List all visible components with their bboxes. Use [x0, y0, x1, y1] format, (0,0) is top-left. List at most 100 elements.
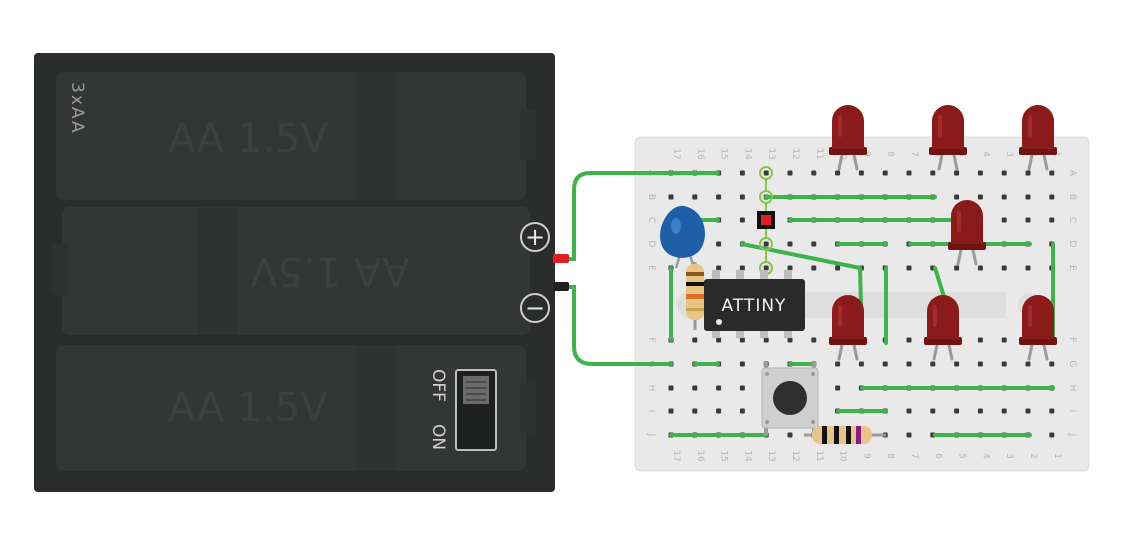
battery-pack[interactable]: AA 1.5V AA 1.5V AA 1.5V 3xAA +: [34, 53, 555, 492]
led-7[interactable]: [1019, 295, 1057, 361]
breadboard-hole[interactable]: [811, 337, 817, 343]
breadboard-hole[interactable]: [787, 337, 793, 343]
breadboard-hole[interactable]: [787, 170, 793, 176]
led-5[interactable]: [829, 295, 867, 361]
breadboard-hole[interactable]: [835, 361, 841, 367]
breadboard-hole[interactable]: [739, 361, 745, 367]
push-button[interactable]: [761, 362, 819, 436]
breadboard-hole[interactable]: [954, 194, 960, 200]
wire-positive-lead[interactable]: [567, 171, 720, 261]
breadboard-hole[interactable]: [954, 265, 960, 271]
breadboard-hole[interactable]: [787, 265, 793, 271]
breadboard-hole[interactable]: [1049, 432, 1055, 438]
breadboard-hole[interactable]: [668, 408, 674, 414]
resistor-vertical[interactable]: [686, 262, 704, 330]
breadboard-hole[interactable]: [906, 361, 912, 367]
breadboard-hole[interactable]: [1025, 194, 1031, 200]
wire-led-diag[interactable]: [933, 266, 947, 302]
led-2[interactable]: [929, 105, 967, 171]
breadboard-hole[interactable]: [668, 194, 674, 200]
breadboard-hole[interactable]: [1001, 337, 1007, 343]
breadboard-hole[interactable]: [763, 170, 769, 176]
breadboard-hole[interactable]: [954, 408, 960, 414]
led-group[interactable]: [829, 105, 1057, 361]
breadboard-hole[interactable]: [835, 385, 841, 391]
breadboard-hole[interactable]: [1001, 170, 1007, 176]
breadboard-hole[interactable]: [906, 337, 912, 343]
breadboard-hole[interactable]: [692, 385, 698, 391]
breadboard-hole[interactable]: [1001, 194, 1007, 200]
breadboard-hole[interactable]: [739, 194, 745, 200]
power-switch[interactable]: [455, 369, 497, 451]
breadboard-hole[interactable]: [1049, 361, 1055, 367]
breadboard-hole[interactable]: [858, 361, 864, 367]
breadboard-hole[interactable]: [1025, 361, 1031, 367]
breadboard-hole[interactable]: [977, 337, 983, 343]
breadboard-hole[interactable]: [716, 408, 722, 414]
breadboard-hole[interactable]: [977, 170, 983, 176]
breadboard-hole[interactable]: [716, 194, 722, 200]
breadboard-hole[interactable]: [739, 217, 745, 223]
breadboard-hole[interactable]: [763, 265, 769, 271]
breadboard-hole[interactable]: [1025, 170, 1031, 176]
breadboard-hole[interactable]: [882, 170, 888, 176]
breadboard-hole[interactable]: [787, 241, 793, 247]
breadboard-hole[interactable]: [906, 432, 912, 438]
breadboard-hole[interactable]: [739, 265, 745, 271]
breadboard-hole[interactable]: [1001, 361, 1007, 367]
led-6[interactable]: [924, 295, 962, 361]
led-4[interactable]: [948, 200, 986, 266]
breadboard-hole[interactable]: [858, 170, 864, 176]
breadboard-hole[interactable]: [739, 385, 745, 391]
wire-negative-lead[interactable]: [567, 285, 673, 366]
breadboard-hole[interactable]: [811, 265, 817, 271]
breadboard-hole[interactable]: [692, 408, 698, 414]
breadboard-hole[interactable]: [716, 337, 722, 343]
breadboard-hole[interactable]: [1025, 408, 1031, 414]
breadboard-hole[interactable]: [739, 337, 745, 343]
breadboard-hole[interactable]: [716, 385, 722, 391]
breadboard-hole[interactable]: [954, 361, 960, 367]
attiny-chip[interactable]: ATTINY: [704, 270, 805, 338]
breadboard-hole[interactable]: [1049, 194, 1055, 200]
breadboard-hole[interactable]: [977, 408, 983, 414]
breadboard-hole[interactable]: [1049, 170, 1055, 176]
breadboard-hole[interactable]: [835, 170, 841, 176]
breadboard-hole[interactable]: [1001, 217, 1007, 223]
breadboard-hole[interactable]: [906, 170, 912, 176]
breadboard-hole[interactable]: [1001, 265, 1007, 271]
breadboard-hole[interactable]: [977, 361, 983, 367]
breadboard-hole[interactable]: [763, 241, 769, 247]
breadboard-hole[interactable]: [668, 385, 674, 391]
breadboard-hole[interactable]: [692, 194, 698, 200]
breadboard-hole[interactable]: [1049, 217, 1055, 223]
breadboard-hole[interactable]: [954, 170, 960, 176]
breadboard-hole[interactable]: [930, 408, 936, 414]
breadboard-hole[interactable]: [835, 265, 841, 271]
breadboard-hole[interactable]: [763, 337, 769, 343]
breadboard-hole[interactable]: [716, 265, 722, 271]
breadboard-hole[interactable]: [739, 408, 745, 414]
breadboard-hole[interactable]: [882, 361, 888, 367]
breadboard-hole[interactable]: [930, 170, 936, 176]
breadboard-hole[interactable]: [716, 241, 722, 247]
breadboard-hole[interactable]: [787, 432, 793, 438]
breadboard-hole[interactable]: [906, 408, 912, 414]
breadboard-hole[interactable]: [811, 170, 817, 176]
breadboard-hole[interactable]: [739, 170, 745, 176]
led-3[interactable]: [1019, 105, 1057, 171]
terminal-minus[interactable]: −: [520, 293, 550, 323]
breadboard-hole[interactable]: [1025, 265, 1031, 271]
breadboard-hole[interactable]: [930, 361, 936, 367]
breadboard-hole[interactable]: [906, 265, 912, 271]
capacitor[interactable]: [660, 205, 705, 269]
breadboard-hole[interactable]: [1001, 408, 1007, 414]
breadboard-hole[interactable]: [1025, 217, 1031, 223]
resistor-horizontal[interactable]: [804, 426, 886, 444]
breadboard-hole[interactable]: [977, 194, 983, 200]
terminal-plus[interactable]: +: [520, 222, 550, 252]
breadboard-hole[interactable]: [692, 337, 698, 343]
breadboard-hole[interactable]: [1049, 408, 1055, 414]
breadboard-hole[interactable]: [811, 241, 817, 247]
